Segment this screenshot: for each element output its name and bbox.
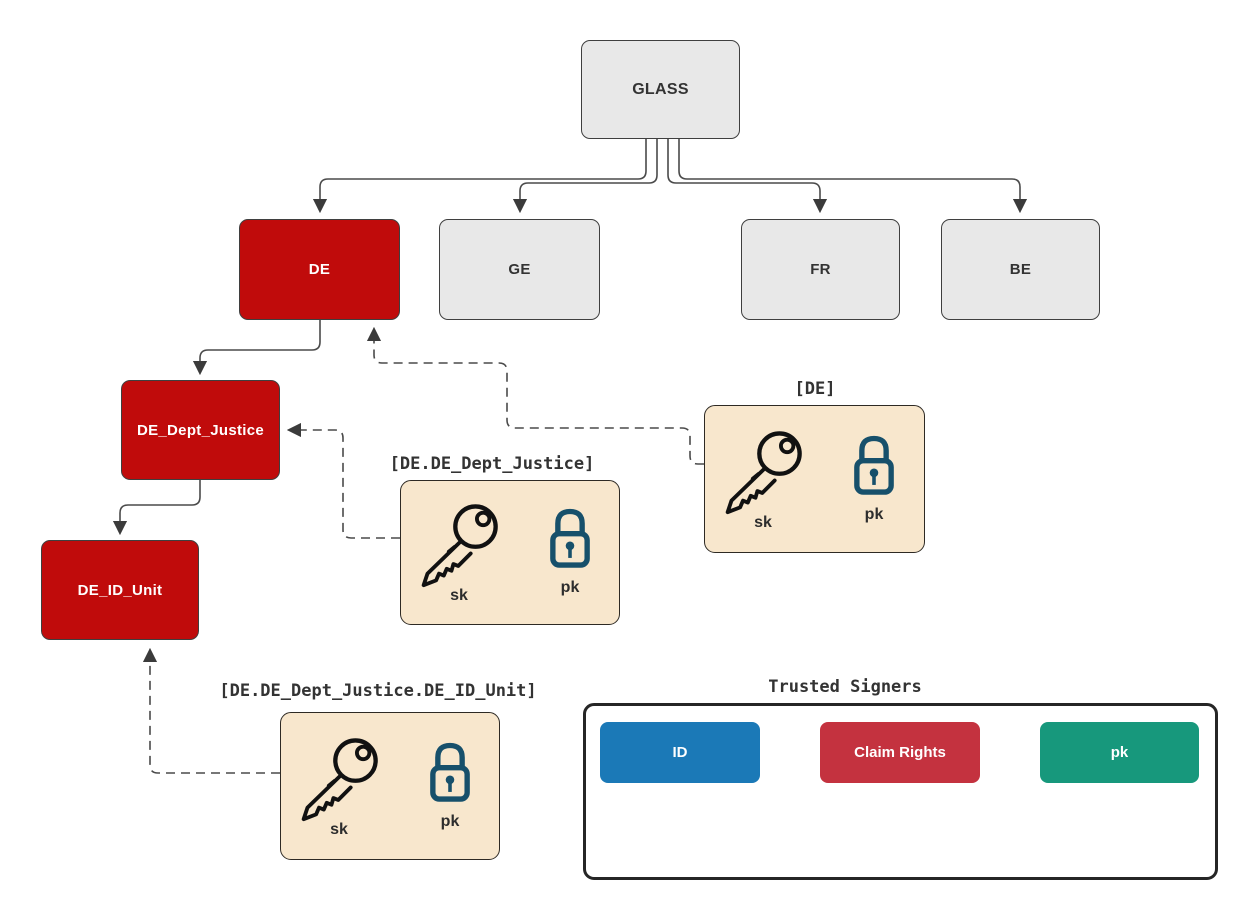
edge-glass-be [678, 139, 1028, 214]
trusted-signers-title: Trusted Signers [768, 677, 922, 697]
keybox-deptjustice: sk pk [400, 480, 620, 625]
node-ge: GE [439, 219, 600, 320]
edge-deptjustice-idunit [112, 480, 201, 536]
edge-de-deptjustice [192, 320, 321, 376]
node-de-id-unit: DE_ID_Unit [41, 540, 199, 640]
trusted-chip-claim-rights: Claim Rights [820, 722, 980, 783]
sk-label: sk [450, 587, 468, 604]
edge-keybox-deptjustice [286, 422, 400, 539]
pk-label: pk [440, 813, 460, 830]
pk-label: pk [560, 579, 580, 596]
key-icon [421, 504, 498, 588]
edge-keybox-de [366, 326, 704, 465]
edge-keybox-idunit [142, 647, 280, 774]
edge-glass-fr [667, 139, 828, 214]
keybox-idunit: sk pk [280, 712, 500, 860]
node-glass: GLASS [581, 40, 740, 139]
node-de: DE [239, 219, 400, 320]
lock-icon [854, 435, 894, 495]
sk-label: sk [330, 821, 348, 838]
trusted-chip-pk: pk [1040, 722, 1199, 783]
keybox-deptjustice-title: [DE.DE_Dept_Justice] [389, 454, 595, 474]
key-icon [301, 738, 378, 822]
edge-glass-ge [512, 139, 658, 214]
lock-icon [430, 742, 470, 802]
key-icon [725, 431, 802, 515]
keybox-de-title: [DE] [794, 379, 836, 399]
pk-label: pk [864, 506, 884, 523]
node-be: BE [941, 219, 1100, 320]
node-de-dept-justice: DE_Dept_Justice [121, 380, 280, 480]
lock-icon [550, 508, 590, 568]
keybox-de: sk pk [704, 405, 925, 553]
trusted-chip-id: ID [600, 722, 760, 783]
sk-label: sk [754, 514, 772, 531]
keybox-idunit-title: [DE.DE_Dept_Justice.DE_ID_Unit] [219, 681, 537, 701]
edge-glass-de [312, 139, 647, 214]
node-fr: FR [741, 219, 900, 320]
